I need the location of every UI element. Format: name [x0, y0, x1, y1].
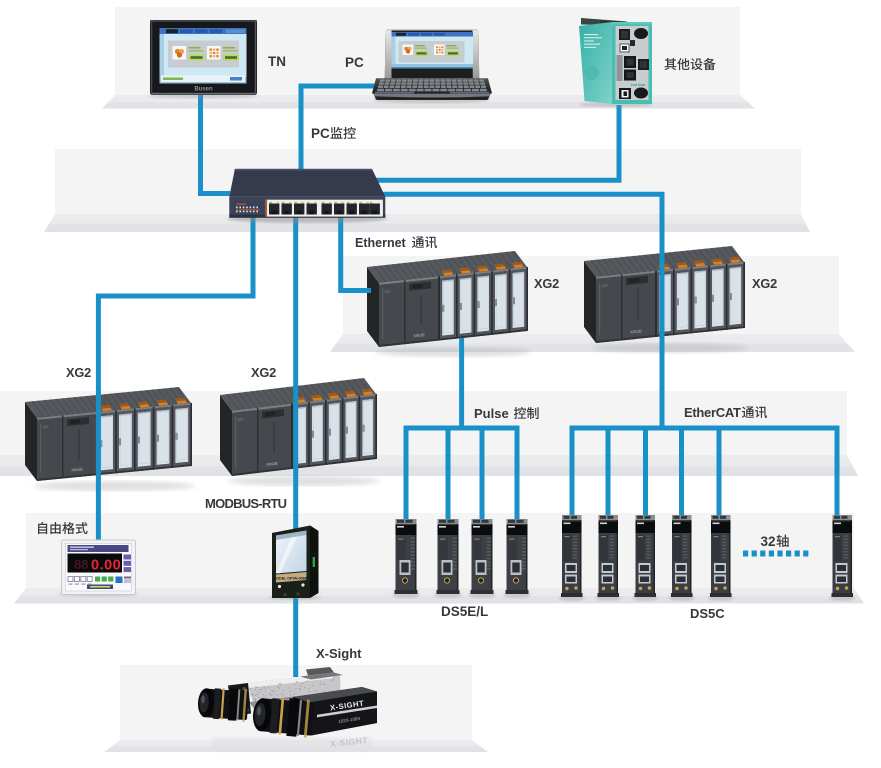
svg-text:XINJE: XINJE [71, 467, 83, 473]
svg-text:DS5C: DS5C [690, 606, 725, 621]
svg-text:MODEL OPSN-00888: MODEL OPSN-00888 [273, 577, 308, 581]
svg-text:XG2: XG2 [66, 365, 91, 380]
svg-text:XINJE: XINJE [413, 332, 425, 338]
svg-text:XINJE: XINJE [266, 461, 278, 467]
svg-text:X-Sight: X-Sight [316, 646, 362, 661]
svg-text:88: 88 [74, 557, 88, 572]
svg-text:DS5E/L: DS5E/L [441, 604, 488, 619]
svg-text:PC: PC [311, 126, 330, 141]
svg-text:EtherCAT: EtherCAT [684, 405, 741, 420]
svg-text:XINJE: XINJE [630, 328, 642, 334]
svg-text:Ethernet: Ethernet [355, 236, 407, 250]
svg-text:1920-1080: 1920-1080 [338, 716, 361, 724]
svg-text:XG2: XG2 [752, 276, 777, 291]
svg-text:XG2: XG2 [251, 365, 276, 380]
svg-text:XG2: XG2 [534, 276, 559, 291]
svg-text:32: 32 [761, 534, 776, 549]
svg-text:Busen: Busen [194, 87, 213, 93]
svg-text:X-SIGHT: X-SIGHT [330, 735, 369, 749]
svg-text:PC: PC [345, 55, 364, 70]
svg-text:TN: TN [268, 54, 286, 69]
svg-text:MODBUS-RTU: MODBUS-RTU [205, 496, 287, 511]
svg-text:0.00: 0.00 [91, 558, 121, 574]
svg-text:Pulse: Pulse [474, 406, 509, 421]
svg-text:red lion: red lion [631, 82, 646, 87]
